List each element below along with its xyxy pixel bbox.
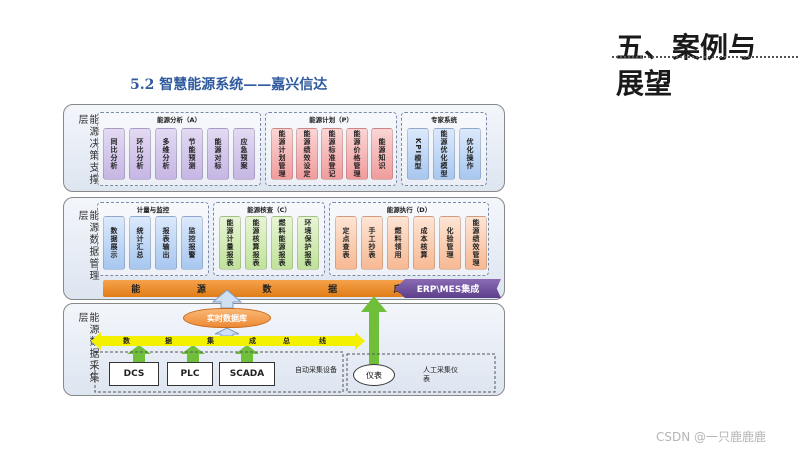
card-energy-knowledge: 能源知识	[371, 128, 393, 180]
auto-collect-label: 自动采集设备	[295, 366, 337, 374]
db-char: 源	[196, 285, 206, 295]
card-multi-analysis: 多维分析	[155, 128, 177, 180]
card-statistics-summary: 统计汇总	[129, 216, 151, 270]
card-metering-report: 能源计量报表	[219, 216, 241, 270]
card-yoy-analysis: 同比分析	[103, 128, 125, 180]
card-data-display: 数据展示	[103, 216, 125, 270]
arrow-rtdb-to-db	[211, 289, 243, 309]
card-standard-registration: 能源标准登记	[321, 128, 343, 180]
layer-label-decision: 能源决策支撑层	[76, 114, 98, 186]
card-monitor-alarm: 监控报警	[181, 216, 203, 270]
db-char: 据	[328, 285, 338, 295]
group-title: 能源核查（C）	[247, 206, 291, 214]
bus-arrow-right	[355, 332, 365, 350]
card-accounting-report: 能源核算报表	[245, 216, 267, 270]
card-benchmark: 能源对标	[207, 128, 229, 180]
card-report-output: 报表输出	[155, 216, 177, 270]
card-fixed-point-check: 定点查表	[335, 216, 357, 270]
arrow-plc-up	[181, 345, 205, 362]
device-dcs: DCS	[109, 362, 159, 386]
db-char: 数	[262, 285, 272, 295]
card-mom-analysis: 环比分析	[129, 128, 151, 180]
card-kpi-model: KPI模型	[407, 128, 429, 180]
title-dotted-divider	[612, 56, 798, 58]
device-scada: SCADA	[219, 362, 275, 386]
layer-label-management: 能源数据管理层	[76, 210, 98, 282]
watermark: CSDN @一只鹿鹿鹿	[656, 430, 767, 444]
group-title: 专家系统	[431, 116, 457, 124]
arrow-scada-up	[235, 345, 259, 362]
card-performance-setting: 能源绩效设定	[296, 128, 318, 180]
card-plan-management: 能源计划管理	[271, 128, 293, 180]
bus-char: 线	[319, 337, 326, 345]
group-title: 能源执行（D）	[386, 206, 432, 214]
card-emergency-plan: 应急预案	[233, 128, 255, 180]
manual-collect-frame	[346, 353, 496, 393]
card-manual-reading: 手工抄表	[361, 216, 383, 270]
card-optimization-model: 能源优化模型	[433, 128, 455, 180]
card-price-management: 能源价格管理	[346, 128, 368, 180]
flow-arrows	[94, 289, 496, 393]
bus-arrow-left	[91, 332, 101, 350]
group-title: 能源分析（A）	[156, 116, 202, 124]
bus-char: 总	[283, 337, 290, 345]
auto-collect-frame	[94, 351, 344, 393]
slide-subtitle: 5.2 智慧能源系统——嘉兴信达	[130, 77, 328, 93]
erp-mes-integration: ERP\MES集成	[395, 279, 501, 298]
page-title-line-2: 展望	[616, 67, 673, 100]
bus-char: 数	[123, 337, 130, 345]
arrow-bus-to-rtdb	[214, 327, 240, 337]
realtime-database: 实时数据库	[183, 308, 271, 328]
device-plc: PLC	[167, 362, 213, 386]
manual-collect-label: 人工采集仪表	[423, 366, 458, 383]
group-title: 计量与监控	[136, 206, 170, 214]
card-lab-management: 化验管理	[439, 216, 461, 270]
bus-char: 据	[165, 337, 172, 345]
data-integration-bus	[97, 336, 359, 346]
architecture-diagram: 能源决策支撑层 能源数据管理层 能源数据采集层 能源分析（A） 能源计划（P） …	[63, 104, 505, 396]
arrow-instrument-up	[361, 296, 387, 364]
page-title: 五、案例与 展望	[616, 30, 796, 102]
bus-char: 集	[207, 337, 214, 345]
card-fuel-usage: 燃料领用	[387, 216, 409, 270]
card-cost-accounting: 成本核算	[413, 216, 435, 270]
card-fuel-report: 燃料能源报表	[271, 216, 293, 270]
bus-char: 成	[249, 337, 256, 345]
db-char: 能	[131, 285, 141, 295]
card-optimization-operation: 优化操作	[459, 128, 481, 180]
page-title-line-1: 五、案例与	[616, 31, 757, 64]
group-title: 能源计划（P）	[309, 116, 353, 124]
card-performance-management: 能源绩效管理	[465, 216, 487, 270]
arrow-dcs-up	[127, 345, 151, 362]
instrument-node: 仪表	[353, 364, 395, 386]
card-saving-forecast: 节能预测	[181, 128, 203, 180]
card-environment-report: 环境保护报表	[297, 216, 319, 270]
